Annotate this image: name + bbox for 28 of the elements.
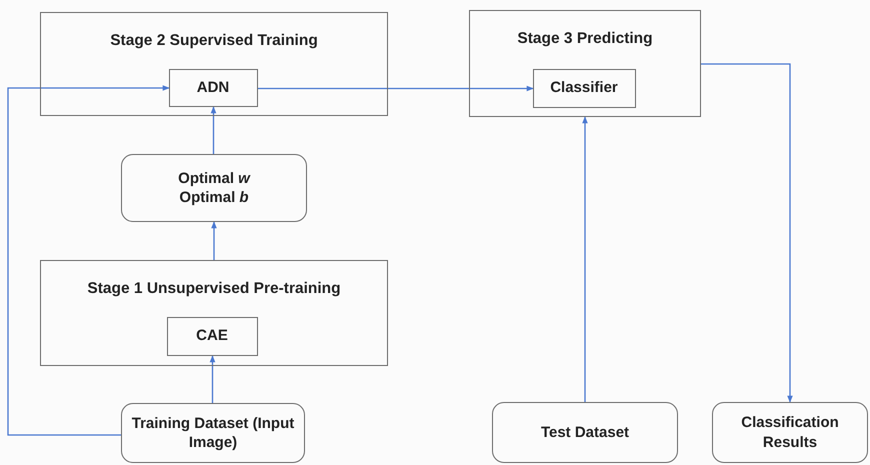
stage-box <box>40 260 388 366</box>
stage-heading: Stage 2 Supervised Training <box>110 31 318 51</box>
rounded-box <box>492 402 678 463</box>
stage-box <box>469 10 701 117</box>
arrow <box>210 106 216 154</box>
stage-heading: Stage 3 Predicting <box>517 29 653 49</box>
process-box <box>166 316 258 356</box>
arrow <box>210 355 216 403</box>
box-label: Classifier <box>550 78 618 98</box>
process-box <box>532 68 636 108</box>
box-label: Optimal b <box>179 188 249 208</box>
box-label: ADN <box>196 78 230 98</box>
box-label: Classification Results <box>740 413 840 452</box>
stage-box <box>40 12 388 116</box>
rounded-box <box>712 402 868 463</box>
arrow <box>701 63 793 403</box>
box-label: CAE <box>196 326 228 346</box>
rounded-box <box>121 154 307 222</box>
box-label: Optimal w <box>178 168 250 188</box>
arrow <box>211 221 217 260</box>
stage-heading: Stage 1 Unsupervised Pre-training <box>87 279 341 299</box>
box-label: Training Dataset (Input Image) <box>130 414 296 452</box>
arrow <box>582 116 588 402</box>
box-label: Test Dataset <box>540 422 630 442</box>
arrow <box>7 85 170 436</box>
rounded-box <box>121 403 305 463</box>
process-box <box>168 68 258 106</box>
arrow <box>258 86 534 92</box>
